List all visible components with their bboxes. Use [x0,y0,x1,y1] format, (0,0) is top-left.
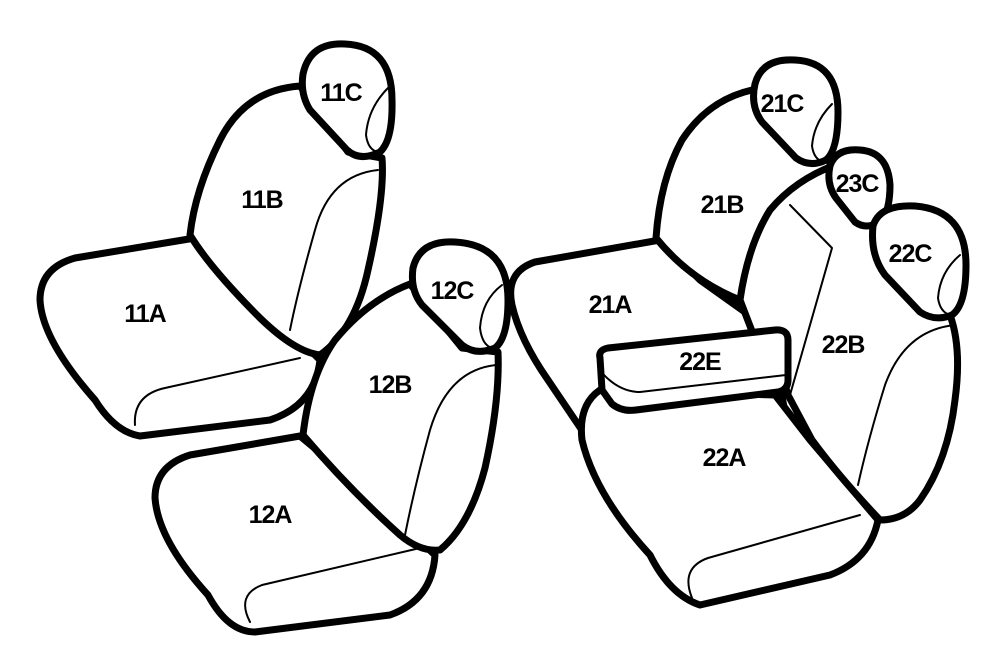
label-12b: 12B [369,371,412,399]
seat-11 [36,40,396,440]
part-22b-backrest [736,161,962,524]
label-22a: 22A [703,444,747,472]
part-12a-cushion [151,432,439,636]
seam-12b [404,364,497,536]
part-11a-cushion [36,234,324,440]
seam-11c [365,87,389,153]
seam-22b-inner [789,204,833,396]
seam-22a [687,514,861,599]
seam-12a [244,547,421,623]
seam-21c [811,103,833,163]
part-11b-backrest [186,82,386,359]
part-12c-headrest [408,238,512,355]
label-11c: 11C [320,79,362,107]
label-22b: 22B [822,331,865,359]
seat-12 [151,238,512,636]
part-12b-backrest [299,280,502,554]
seam-22c [937,254,961,316]
label-21b: 21B [701,191,744,219]
seam-22e [602,373,787,393]
label-11a: 11A [124,300,166,328]
part-11c-headrest [298,40,396,160]
label-12c: 12C [431,277,475,305]
seam-11b [289,169,379,331]
label-22c: 22C [889,240,933,268]
label-11b: 11B [241,186,282,214]
part-labels: 11C 11B 11A 12C 12B 12A 21C 21B 21A 23C … [124,79,933,529]
part-22a-cushion [577,386,882,609]
label-23c: 23C [836,170,880,198]
label-22e: 22E [679,348,721,376]
rear-bench [507,56,970,609]
part-22c-headrest [869,202,970,322]
seam-22b-side [857,324,956,486]
seam-11a [133,357,301,426]
seam-12c [479,284,503,349]
label-21c: 21C [761,90,805,118]
label-12a: 12A [249,501,293,529]
label-21a: 21A [589,291,633,319]
part-21c-headrest [750,56,842,167]
